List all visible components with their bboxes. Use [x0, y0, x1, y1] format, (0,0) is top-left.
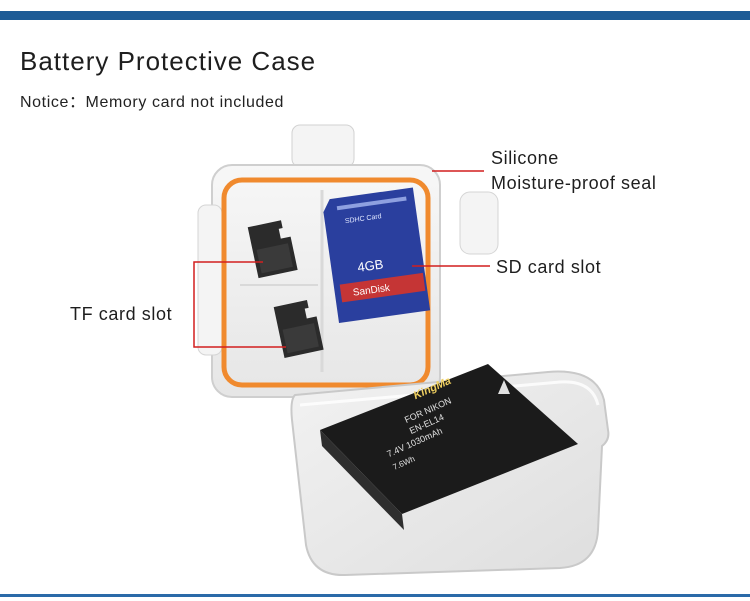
notice-text: Notice：Memory card not included	[20, 94, 285, 111]
tf-card-top	[247, 220, 298, 279]
battery: KingMa FOR NIKON EN-EL14 7.4V 1030mAh 7.…	[320, 364, 578, 530]
tf-slot-callout: TF card slot	[70, 304, 173, 324]
seal-callout: Silicone Moisture-proof seal	[491, 146, 656, 196]
seal-callout-line2: Moisture-proof seal	[491, 173, 657, 193]
silicone-seal	[221, 177, 431, 388]
tf-callout-bracket	[193, 261, 286, 348]
sd-card-capacity-text: 4GB	[356, 256, 384, 274]
callout-lines	[193, 170, 490, 348]
sd-slot-callout: SD card slot	[496, 257, 602, 277]
page-title: Battery Protective Case	[20, 46, 317, 76]
sd-card-brand-text: SanDisk	[352, 283, 391, 299]
seal-callout-line1: Silicone	[491, 148, 559, 168]
sd-card: SDHC Card 4GB SanDisk	[323, 187, 431, 324]
tf-card-bottom	[273, 300, 324, 358]
footer-bar	[0, 594, 750, 597]
header-bar	[0, 11, 750, 20]
